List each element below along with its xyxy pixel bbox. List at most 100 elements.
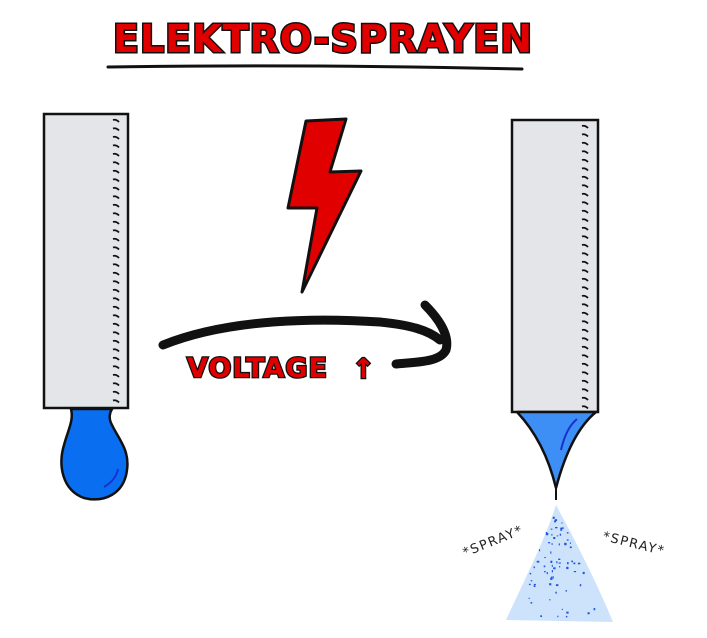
right-needle-hatching xyxy=(581,124,589,410)
hatch-mark xyxy=(581,371,589,376)
spray-droplet xyxy=(549,599,551,601)
hatch-mark xyxy=(112,297,120,302)
hatch-mark xyxy=(581,124,589,129)
spray-droplet xyxy=(579,584,582,587)
hatch-mark xyxy=(112,212,120,217)
hatch-mark xyxy=(112,390,120,395)
hatch-mark xyxy=(581,150,589,155)
hatch-mark xyxy=(581,405,589,410)
hatch-mark xyxy=(112,118,120,123)
spray-droplet xyxy=(587,612,590,615)
hatch-mark xyxy=(581,362,589,367)
hatch-mark xyxy=(581,345,589,350)
hatch-mark xyxy=(581,277,589,282)
right-needle-body xyxy=(510,118,600,414)
hatch-mark xyxy=(581,337,589,342)
liquid-droplet xyxy=(60,407,129,501)
hatch-mark xyxy=(112,203,120,208)
spray-droplet xyxy=(577,562,581,565)
spray-droplet xyxy=(559,533,562,536)
hatch-mark xyxy=(112,331,120,336)
spray-droplet xyxy=(536,560,540,563)
hatch-mark xyxy=(581,252,589,257)
hatch-mark xyxy=(581,141,589,146)
hatch-mark xyxy=(112,373,120,378)
hatch-mark xyxy=(112,254,120,259)
spray-droplet xyxy=(544,571,546,573)
hatch-mark xyxy=(581,396,589,401)
voltage-label: VOLTAGE xyxy=(187,353,328,384)
spray-droplet xyxy=(549,583,552,586)
spray-droplet xyxy=(533,566,535,569)
spray-droplet xyxy=(573,562,576,565)
left-needle-hatching xyxy=(112,118,120,404)
lightning-bolt-icon xyxy=(286,117,363,294)
hatch-mark xyxy=(581,328,589,333)
right-needle xyxy=(510,118,600,414)
arrow-head xyxy=(391,300,452,369)
left-needle-body xyxy=(42,112,130,410)
spray-droplet xyxy=(550,576,553,579)
spray-droplet xyxy=(551,570,553,573)
spray-droplets xyxy=(528,516,596,618)
spray-droplet xyxy=(553,567,556,570)
hatch-mark xyxy=(112,220,120,225)
spray-droplet xyxy=(555,591,557,594)
spray-droplet xyxy=(560,528,563,531)
spray-droplet xyxy=(539,549,541,552)
hatch-mark xyxy=(112,178,120,183)
spray-droplet xyxy=(566,539,569,541)
spray-droplet xyxy=(551,543,553,545)
hatch-mark xyxy=(581,311,589,316)
spray-droplet xyxy=(550,578,553,580)
hatch-mark xyxy=(581,320,589,325)
spray-droplet xyxy=(533,585,536,587)
hatch-mark xyxy=(112,356,120,361)
hatch-mark xyxy=(112,229,120,234)
hatch-mark xyxy=(112,246,120,251)
spray-droplet xyxy=(558,558,561,560)
hatch-mark xyxy=(581,286,589,291)
spray-droplet xyxy=(550,551,552,554)
spray-droplet xyxy=(558,562,561,564)
spray-droplet xyxy=(555,584,559,587)
spray-droplet xyxy=(561,608,563,610)
hatch-mark xyxy=(112,280,120,285)
hatch-mark xyxy=(112,169,120,174)
hatch-mark xyxy=(581,294,589,299)
hatch-mark xyxy=(581,218,589,223)
droplet-highlight xyxy=(103,468,119,488)
hatch-mark xyxy=(112,322,120,327)
spray-droplet xyxy=(546,572,548,575)
hatch-mark xyxy=(112,399,120,404)
hatch-mark xyxy=(581,354,589,359)
hatch-mark xyxy=(112,382,120,387)
hatch-mark xyxy=(581,184,589,189)
hatch-mark xyxy=(112,271,120,276)
spray-droplet xyxy=(582,571,585,575)
spray-droplet xyxy=(543,565,546,568)
spray-droplet xyxy=(566,532,569,534)
spray-droplet xyxy=(557,615,559,618)
hatch-mark xyxy=(112,135,120,140)
spray-droplet xyxy=(540,615,542,617)
title: ELEKTRO-SPRAYEN xyxy=(113,17,533,61)
spray-droplet xyxy=(554,519,557,523)
spray-droplet xyxy=(559,566,561,568)
spray-droplet xyxy=(569,542,571,544)
spray-droplet xyxy=(571,560,573,563)
hatch-mark xyxy=(581,226,589,231)
hatch-mark xyxy=(581,235,589,240)
hatch-mark xyxy=(581,379,589,384)
hatch-mark xyxy=(112,152,120,157)
spray-label-right: *SPRAY* xyxy=(601,529,667,559)
spray-droplet xyxy=(593,608,596,611)
left-needle xyxy=(42,112,130,410)
spray-droplet xyxy=(530,580,533,582)
spray-droplet xyxy=(545,532,549,536)
hatch-mark xyxy=(112,127,120,132)
spray-droplet xyxy=(551,533,553,536)
hatch-mark xyxy=(581,209,589,214)
spray-droplet xyxy=(566,611,569,614)
